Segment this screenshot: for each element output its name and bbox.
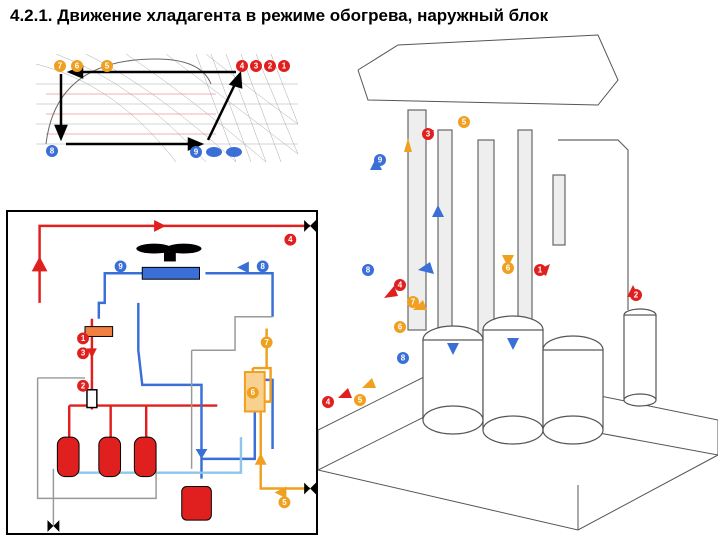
ph-marker: 8 bbox=[50, 147, 55, 156]
state-marker: 5 bbox=[282, 498, 287, 507]
service-lines bbox=[36, 315, 273, 527]
state-marker: 8 bbox=[401, 354, 406, 363]
ph-marker: 6 bbox=[75, 62, 80, 71]
cold-arrow bbox=[195, 449, 208, 459]
ph-marker: 3 bbox=[254, 62, 259, 71]
ph-marker: 7 bbox=[58, 62, 63, 71]
refrigerant-schematic: 4 9 8 1 3 2 7 6 5 bbox=[6, 210, 318, 535]
unit-compressors bbox=[422, 308, 657, 445]
state-marker: 4 bbox=[326, 398, 331, 407]
state-marker: 6 bbox=[506, 264, 511, 273]
ph-cycle bbox=[54, 65, 243, 151]
state-marker: 1 bbox=[81, 334, 86, 343]
hot-gas-lines bbox=[38, 224, 311, 438]
hot-gas-arrow bbox=[154, 219, 166, 232]
hot-gas-arrow bbox=[86, 348, 97, 359]
condenser-coil bbox=[141, 266, 201, 280]
state-marker: 6 bbox=[398, 323, 403, 332]
state-marker: 8 bbox=[366, 266, 371, 275]
valve-icon bbox=[47, 219, 316, 532]
state-marker: 5 bbox=[358, 396, 363, 405]
unit-pipes bbox=[407, 109, 629, 361]
state-marker: 2 bbox=[81, 381, 86, 390]
state-marker: 1 bbox=[538, 266, 543, 275]
reversing-valve bbox=[84, 326, 114, 337]
receiver-icon bbox=[181, 486, 212, 521]
outdoor-unit-illustration: 3 5 9 6 1 2 8 4 7 6 8 4 5 bbox=[318, 34, 718, 531]
fan-icon bbox=[136, 243, 202, 262]
state-marker: 7 bbox=[264, 338, 269, 347]
state-marker: 5 bbox=[462, 118, 467, 127]
ph-marker: 9 bbox=[194, 148, 199, 157]
unit-markers: 3 5 9 6 1 2 8 4 7 6 8 4 5 bbox=[322, 116, 642, 408]
state-marker: 4 bbox=[398, 281, 403, 290]
schematic-markers: 4 9 8 1 3 2 7 6 5 bbox=[77, 233, 297, 509]
cloud-icon bbox=[226, 147, 242, 157]
state-marker: 4 bbox=[288, 235, 293, 244]
state-marker: 2 bbox=[634, 291, 639, 300]
state-marker: 6 bbox=[251, 388, 256, 397]
ph-marker: 4 bbox=[240, 62, 245, 71]
state-marker: 7 bbox=[411, 298, 416, 307]
cloud-icon bbox=[206, 147, 222, 157]
ph-bottom-markers: 8 9 bbox=[46, 145, 242, 158]
state-marker: 3 bbox=[426, 130, 431, 139]
hot-gas-arrow bbox=[31, 256, 48, 272]
ph-marker: 1 bbox=[282, 62, 287, 71]
state-marker: 9 bbox=[118, 262, 123, 271]
ph-dome bbox=[45, 58, 212, 145]
page-title: 4.2.1. Движение хладагента в режиме обог… bbox=[10, 6, 549, 25]
state-marker: 9 bbox=[378, 156, 383, 165]
ph-marker: 2 bbox=[268, 62, 273, 71]
ph-diagram: 7 6 5 4 3 2 1 8 9 bbox=[36, 54, 298, 162]
compressor-icon bbox=[56, 436, 157, 478]
ph-marker: 5 bbox=[105, 62, 110, 71]
cold-arrow bbox=[237, 261, 249, 274]
ph-red-lines bbox=[46, 93, 216, 135]
liquid-arrow bbox=[254, 452, 267, 465]
state-marker: 8 bbox=[260, 262, 265, 271]
liquid-arrow bbox=[274, 486, 287, 499]
ph-top-markers: 7 6 5 4 3 2 1 bbox=[54, 60, 290, 72]
accumulator-icon bbox=[86, 389, 98, 409]
state-marker: 3 bbox=[81, 349, 86, 358]
